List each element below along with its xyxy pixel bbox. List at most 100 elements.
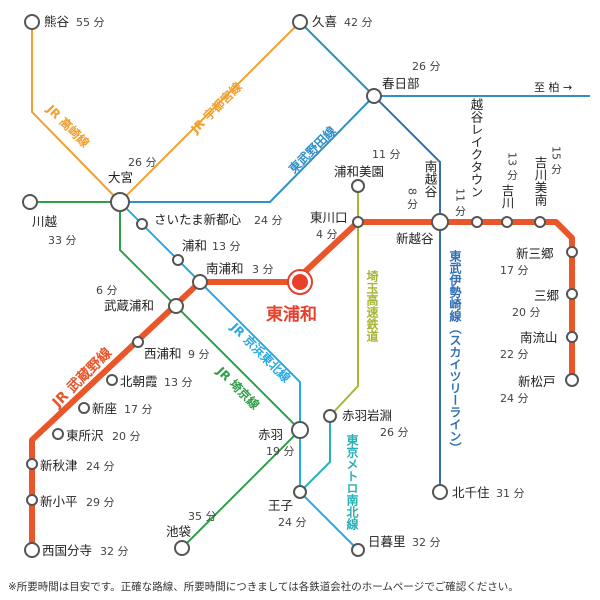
higashi-kawaguchi-name: 東川口 xyxy=(310,210,348,225)
nishi-kokubunji-marker[interactable] xyxy=(24,542,40,558)
koshigaya-laketown-marker[interactable] xyxy=(471,216,483,228)
kita-senju-name: 北千住 xyxy=(452,485,490,500)
namboku-line-label: 東京メトロ南北線 xyxy=(345,433,359,531)
shin-matsudo-marker[interactable] xyxy=(565,373,579,387)
saitama-shintoshin-name: さいたま新都心 xyxy=(154,212,242,227)
tobu-noda-line-label: 東武野田線 xyxy=(286,123,339,176)
misato-marker[interactable] xyxy=(566,288,578,300)
oji-name: 王子 xyxy=(268,498,293,513)
higashi-tokorozawa-marker[interactable] xyxy=(52,428,64,440)
ikebukuro-time: 35 分 xyxy=(188,510,217,523)
urawa-name: 浦和 xyxy=(182,238,207,253)
shin-koshigaya-marker[interactable] xyxy=(431,213,449,231)
omiya-marker[interactable] xyxy=(110,192,130,212)
minami-nagareyama-time: 22 分 xyxy=(500,348,529,361)
kuki-marker[interactable] xyxy=(292,14,308,30)
kita-asaka-marker[interactable] xyxy=(106,374,118,386)
shin-kodaira-marker[interactable] xyxy=(26,494,38,506)
shin-misato-time: 17 分 xyxy=(500,264,529,277)
kumagaya-marker[interactable] xyxy=(24,14,40,30)
minami-koshigaya-name: 南越谷 xyxy=(423,159,438,198)
misato-time: 20 分 xyxy=(512,306,541,319)
shin-matsudo-time: 24 分 xyxy=(500,392,529,405)
omiya-time: 26 分 xyxy=(128,156,157,169)
line-tobu-isesaki xyxy=(373,95,441,492)
shin-misato-marker[interactable] xyxy=(566,246,578,258)
urawa-misono-time: 11 分 xyxy=(372,148,401,161)
line-utsunomiya xyxy=(119,21,301,203)
kita-asaka-time: 13 分 xyxy=(164,376,193,389)
tobu-noda-lower-path xyxy=(120,95,375,203)
nishi-urawa-marker[interactable] xyxy=(132,336,144,348)
shin-akitsu-time: 24 分 xyxy=(86,460,115,473)
shin-matsudo-name: 新松戸 xyxy=(518,374,556,389)
minami-nagareyama-name: 南流山 xyxy=(520,330,558,345)
line-takasaki xyxy=(31,22,121,203)
akabane-marker[interactable] xyxy=(291,421,309,439)
yoshikawa-minami-time: 15 分 xyxy=(550,146,563,175)
urawa-misono-marker[interactable] xyxy=(351,179,365,193)
higashi-tokorozawa-name: 東所沢 xyxy=(66,428,104,443)
niiza-time: 17 分 xyxy=(124,403,153,416)
musashi-urawa-time: 6 分 xyxy=(96,284,118,297)
utsunomiya-line-path xyxy=(119,21,301,203)
urawa-time: 13 分 xyxy=(212,240,241,253)
ikebukuro-marker[interactable] xyxy=(174,540,190,556)
line-namboku xyxy=(299,416,331,493)
minami-urawa-name: 南浦和 xyxy=(206,261,244,276)
akabane-iwabuchi-marker[interactable] xyxy=(323,409,337,423)
niiza-name: 新座 xyxy=(92,401,117,416)
yoshikawa-name: 吉川 xyxy=(500,184,515,209)
higashi-tokorozawa-time: 20 分 xyxy=(112,430,141,443)
minami-urawa-marker[interactable] xyxy=(192,274,208,290)
misato-name: 三郷 xyxy=(534,288,560,303)
line-saitama-kosoku xyxy=(329,186,359,417)
station-markers xyxy=(22,14,579,558)
nippori-time: 32 分 xyxy=(412,536,441,549)
utsunomiya-line-label: JR 宇都宮線 xyxy=(187,79,245,137)
shin-akitsu-marker[interactable] xyxy=(26,458,38,470)
minami-nagareyama-marker[interactable] xyxy=(566,331,578,343)
kasukabe-name: 春日部 xyxy=(382,76,420,91)
koshigaya-laketown-time: 11 分 xyxy=(454,188,467,217)
saitama-shintoshin-marker[interactable] xyxy=(136,218,148,230)
saitama-shintoshin-time: 24 分 xyxy=(254,214,283,227)
yoshikawa-marker[interactable] xyxy=(501,216,513,228)
yoshikawa-minami-marker[interactable] xyxy=(534,216,546,228)
kasukabe-marker[interactable] xyxy=(366,88,382,104)
saitama-kosoku-line-label: 埼玉高速鉄道 xyxy=(365,269,379,343)
shin-koshigaya-name: 新越谷 xyxy=(396,231,434,246)
tobu-isesaki-line-label: 東武伊勢崎線（スカイツリーライン） xyxy=(448,249,462,454)
line-saikyo xyxy=(119,202,302,549)
oji-marker[interactable] xyxy=(293,485,307,499)
tobu-noda-upper-path xyxy=(299,21,375,97)
kawagoe-marker[interactable] xyxy=(22,194,38,210)
kita-senju-marker[interactable] xyxy=(432,484,448,500)
shin-misato-name: 新三郷 xyxy=(516,246,554,261)
kumagaya-name: 熊谷 xyxy=(44,14,70,29)
urawa-misono-name: 浦和美園 xyxy=(334,164,384,179)
shin-kodaira-time: 29 分 xyxy=(86,496,115,509)
shin-kodaira-name: 新小平 xyxy=(40,494,78,509)
musashi-urawa-marker[interactable] xyxy=(168,298,184,314)
nippori-marker[interactable] xyxy=(351,543,365,557)
line-musashino xyxy=(29,219,575,550)
kita-senju-time: 31 分 xyxy=(496,487,525,500)
yoshikawa-minami-name: 吉川美南 xyxy=(533,156,548,206)
kita-asaka-name: 北朝霞 xyxy=(120,374,158,389)
saitama-kosoku-line-path xyxy=(329,186,359,417)
musashi-urawa-name: 武蔵浦和 xyxy=(104,298,154,313)
takasaki-line-path xyxy=(31,22,121,203)
ikebukuro-name: 池袋 xyxy=(166,524,192,539)
akabane-iwabuchi-name: 赤羽岩淵 xyxy=(342,408,392,423)
hub-marker[interactable] xyxy=(287,269,313,295)
kawagoe-name: 川越 xyxy=(32,214,58,229)
keihin-tohoku-line-label: JR 京浜東北線 xyxy=(227,319,293,385)
higashi-kawaguchi-marker[interactable] xyxy=(352,216,364,228)
akabane-iwabuchi-time: 26 分 xyxy=(380,426,409,439)
urawa-marker[interactable] xyxy=(172,254,184,266)
nishi-urawa-name: 西浦和 xyxy=(144,346,182,361)
kumagaya-time: 55 分 xyxy=(76,16,105,29)
niiza-marker[interactable] xyxy=(78,402,90,414)
nippori-name: 日暮里 xyxy=(368,534,406,549)
